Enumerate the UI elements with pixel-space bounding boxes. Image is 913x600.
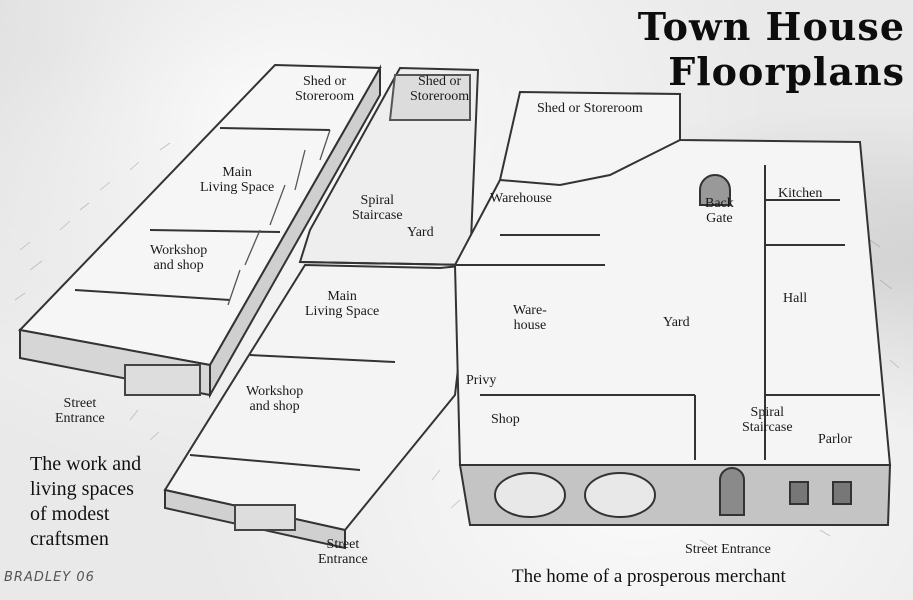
label-shed-2: Shed or Storeroom xyxy=(410,74,470,104)
label-yard-merchant: Yard xyxy=(663,315,690,330)
label-living-2: Main Living Space xyxy=(305,289,380,319)
label-entrance-1: Street Entrance xyxy=(55,396,105,426)
label-shed-merchant: Shed or Storeroom xyxy=(537,101,643,116)
label-workshop-2: Workshop and shop xyxy=(246,384,304,414)
label-entrance-merchant: Street Entrance xyxy=(685,542,771,557)
page-title: Town House Floorplans xyxy=(637,4,905,94)
label-hall: Hall xyxy=(783,291,808,306)
label-workshop-1: Workshop and shop xyxy=(150,243,208,273)
craftsman-house-1 xyxy=(17,63,382,399)
craftsman-house-2 xyxy=(163,66,480,550)
caption-craftsmen: The work and living spaces of modest cra… xyxy=(30,453,142,550)
label-shed-1: Shed or Storeroom xyxy=(295,74,355,104)
artist-signature: BRADLEY 06 xyxy=(4,570,95,585)
grass-hatching xyxy=(14,142,900,547)
label-shop: Shop xyxy=(491,412,520,427)
label-staircase-merchant: Spiral Staircase xyxy=(742,405,793,435)
caption-merchant: The home of a prosperous merchant xyxy=(512,566,786,587)
label-living-1: Main Living Space xyxy=(200,165,275,195)
label-staircase-2: Spiral Staircase xyxy=(352,193,403,223)
label-privy: Privy xyxy=(466,373,497,388)
label-kitchen: Kitchen xyxy=(778,186,823,201)
label-parlor: Parlor xyxy=(818,432,853,447)
label-warehouse: Warehouse xyxy=(490,191,552,206)
label-warehouse-2: Ware- house xyxy=(513,303,547,333)
label-entrance-2: Street Entrance xyxy=(318,537,368,567)
label-yard-2: Yard xyxy=(407,225,434,240)
label-back-gate: Back Gate xyxy=(705,196,734,226)
merchant-house xyxy=(453,90,892,526)
